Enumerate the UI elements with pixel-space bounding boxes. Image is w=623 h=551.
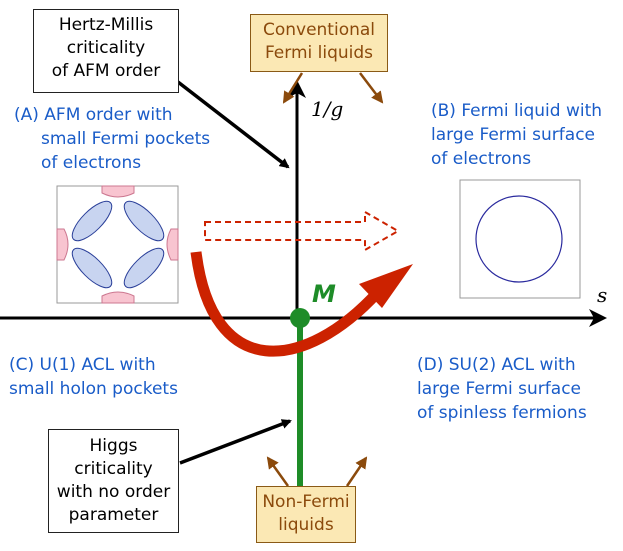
pink-pocket-left: [56, 228, 69, 261]
hertz-millis-line-1: Hertz-Millis: [58, 15, 154, 35]
phase-a-line-1: (A) AFM order with: [14, 105, 173, 125]
dashed-crossover-arrow: [204, 210, 401, 252]
hertz-millis-line-3: of AFM order: [51, 61, 161, 81]
x-axis-label: s: [597, 283, 608, 307]
pink-pocket-right: [166, 228, 179, 261]
phase-c-line-2: small holon pockets: [9, 379, 178, 399]
conventional-arrow-right: [359, 72, 384, 104]
red-curved-arrow: [190, 251, 383, 357]
phase-d-line-2: large Fermi surface: [417, 379, 581, 399]
phase-a-label: (A) AFM order with small Fermi pockets o…: [14, 103, 210, 175]
fermi-surface-circle: [475, 195, 563, 283]
non-fermi-arrow-right: [345, 456, 368, 487]
phase-b-label: (B) Fermi liquid with large Fermi surfac…: [431, 99, 602, 171]
higgs-line-4: parameter: [68, 505, 159, 525]
pink-pocket-bottom: [101, 291, 135, 304]
blue-pocket-upper-left: [71, 200, 113, 242]
inset-large-fermi-surface: [459, 179, 581, 299]
inset-afm-pockets: [56, 185, 179, 304]
critical-point-label: M: [312, 280, 336, 308]
higgs-criticality-box: Higgs criticality with no order paramete…: [48, 429, 179, 533]
phase-a-line-2: small Fermi pockets: [41, 129, 211, 149]
hertz-millis-line-2: criticality: [66, 38, 146, 58]
blue-pocket-lower-right: [123, 247, 165, 289]
blue-pocket-upper-right: [123, 200, 165, 242]
higgs-line-3: with no order: [56, 482, 171, 502]
critical-point-dot: [290, 308, 310, 328]
hertz-millis-box: Hertz-Millis criticality of AFM order: [33, 9, 179, 93]
phase-d-line-1: (D) SU(2) ACL with: [417, 355, 576, 375]
non-fermi-arrow-left: [266, 456, 290, 487]
phase-a-line-3: of electrons: [41, 153, 142, 173]
phase-b-line-1: (B) Fermi liquid with: [431, 101, 603, 121]
phase-b-line-2: large Fermi surface: [431, 125, 595, 145]
higgs-line-2: criticality: [74, 459, 153, 479]
conventional-line-2: Fermi liquids: [264, 43, 374, 63]
higgs-line-1: Higgs: [89, 436, 138, 456]
conventional-arrow-left: [282, 72, 304, 104]
conventional-line-1: Conventional: [262, 20, 376, 40]
conventional-fermi-liquids-box: Conventional Fermi liquids: [250, 14, 388, 72]
s-axis-arrowhead: [589, 309, 607, 327]
pink-pocket-top: [101, 185, 135, 198]
blue-pocket-lower-left: [71, 247, 113, 289]
y-axis-label: 1/g: [311, 97, 344, 121]
phase-d-label: (D) SU(2) ACL with large Fermi surface o…: [417, 353, 587, 425]
phase-c-label: (C) U(1) ACL with small holon pockets: [9, 353, 178, 401]
phase-d-line-3: of spinless fermions: [417, 403, 587, 423]
non-fermi-liquids-box: Non-Fermi liquids: [256, 486, 356, 543]
non-fermi-line-1: Non-Fermi: [262, 492, 350, 512]
non-fermi-line-2: liquids: [278, 515, 334, 535]
higgs-arrow: [179, 419, 292, 465]
phase-c-line-1: (C) U(1) ACL with: [9, 355, 156, 375]
phase-b-line-3: of electrons: [431, 149, 532, 169]
red-curved-arrowhead: [359, 264, 413, 308]
hertz-millis-arrow: [176, 80, 290, 169]
